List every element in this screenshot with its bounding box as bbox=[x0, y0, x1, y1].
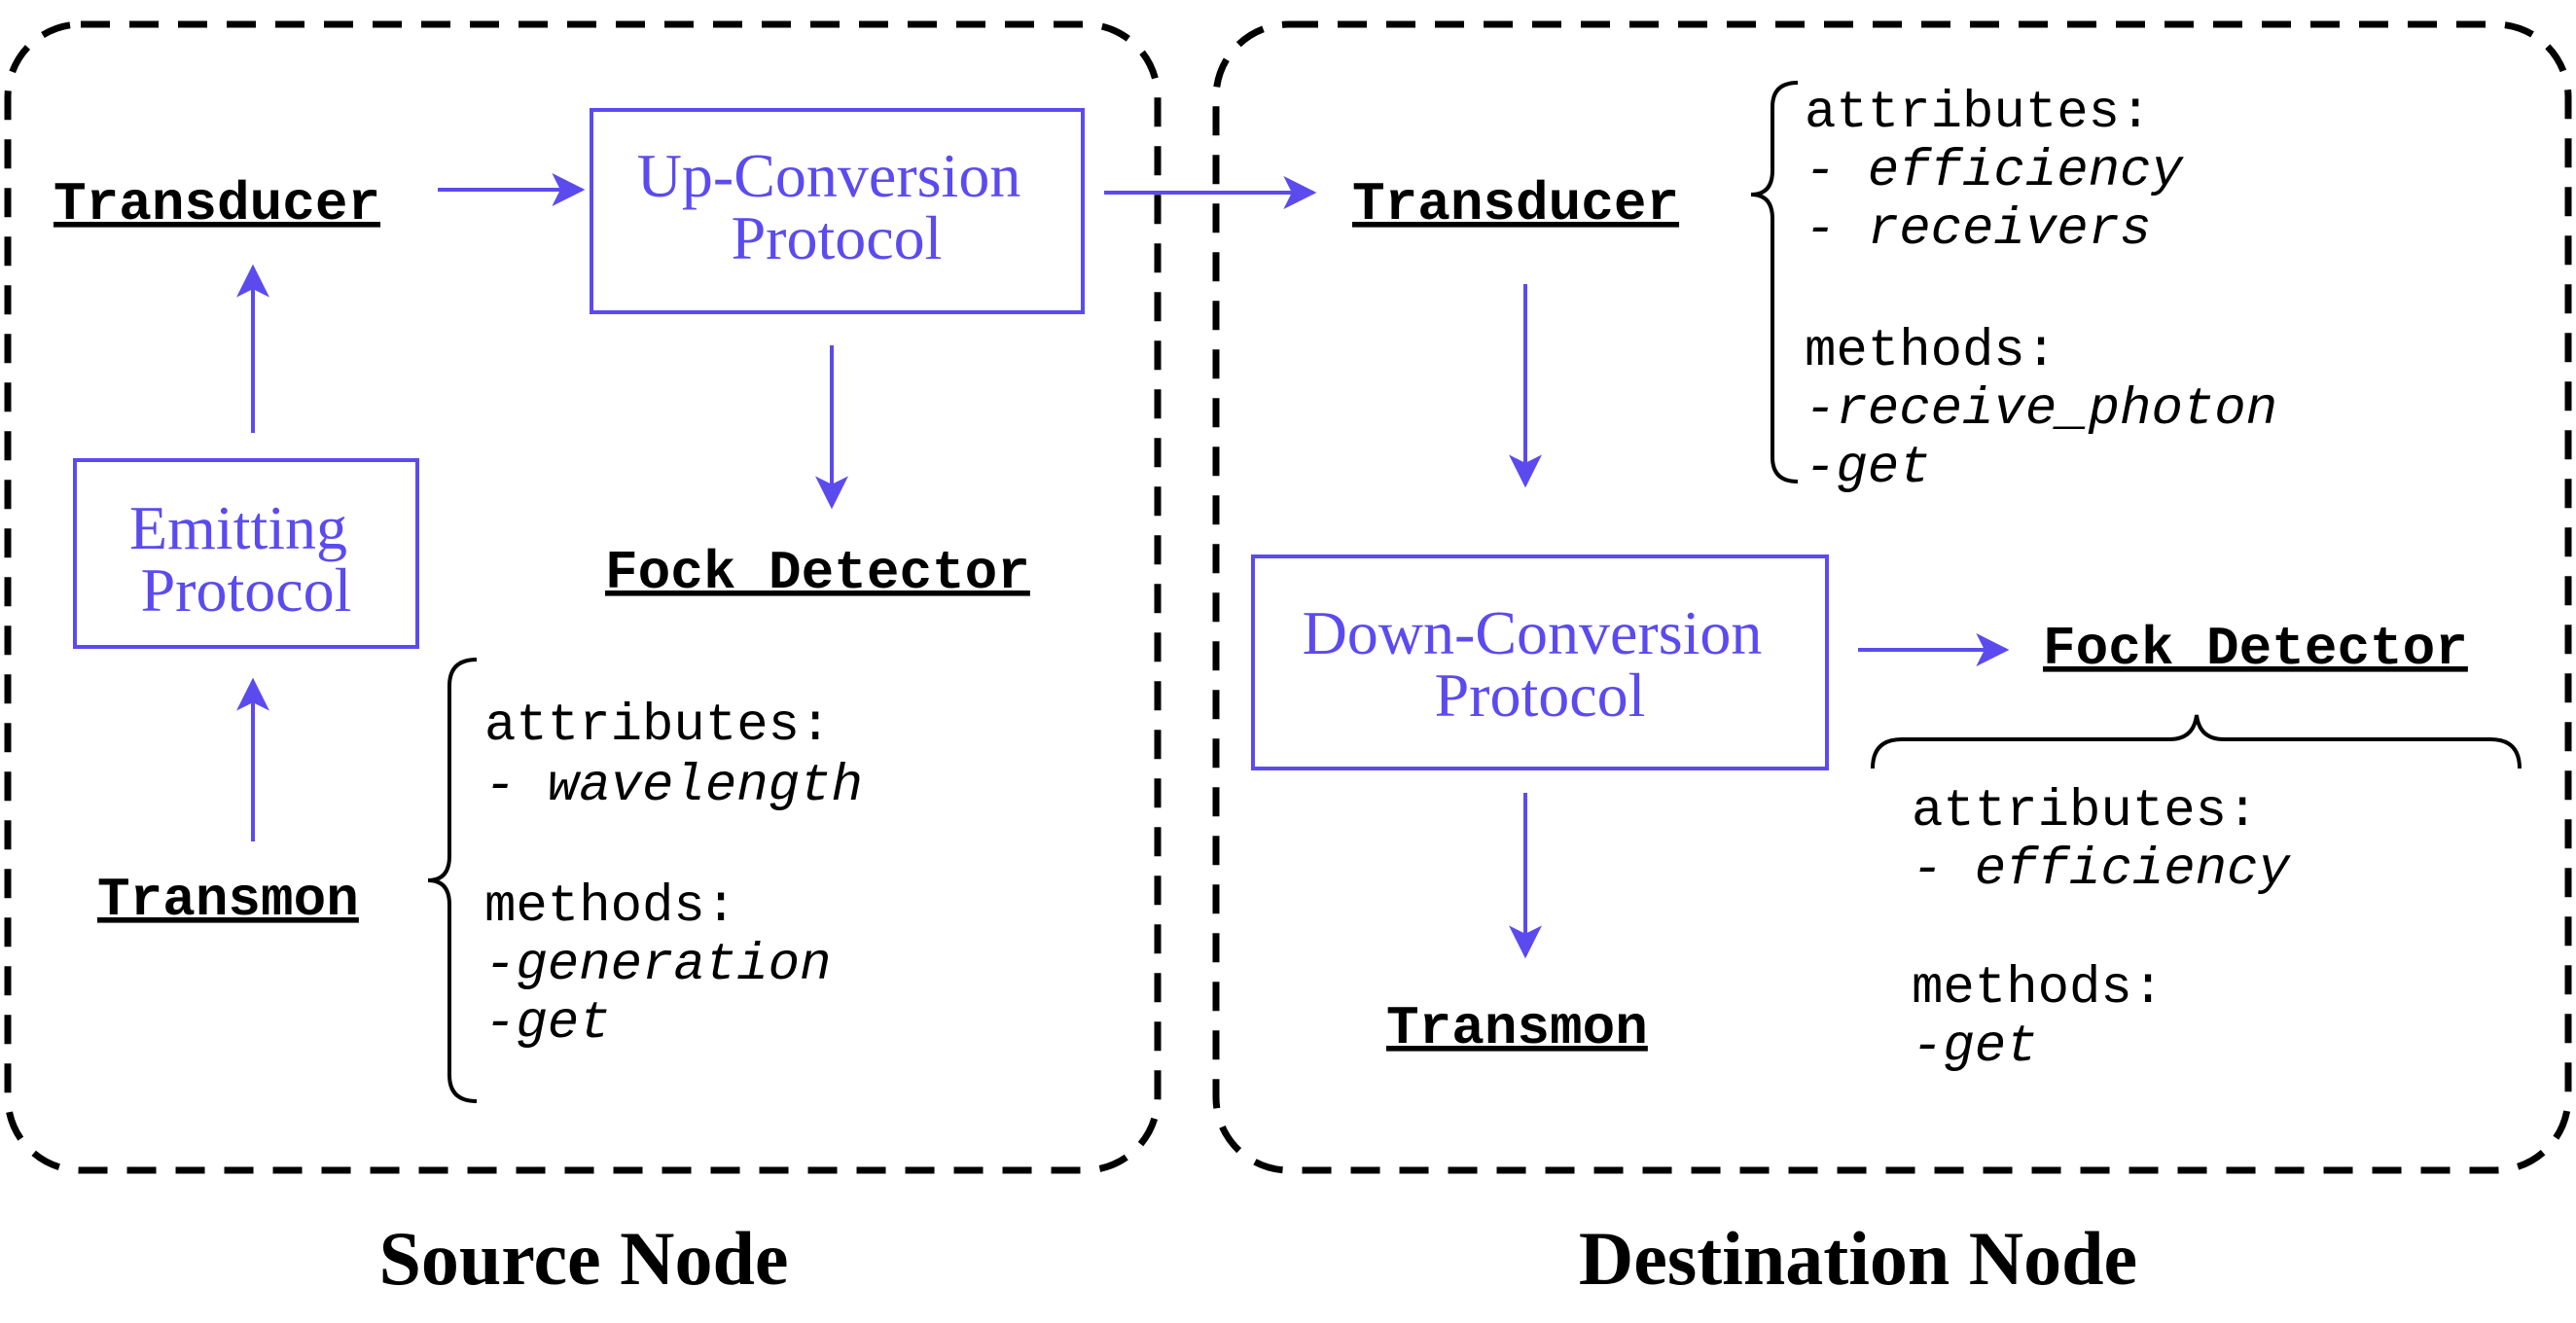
down-conversion-protocol-box bbox=[1251, 554, 1829, 770]
emitting-protocol-label: Emitting Protocol bbox=[129, 493, 363, 625]
down-conversion-protocol-label: Down-Conversion Protocol bbox=[1303, 598, 1778, 730]
dest-fock-detector-label: Fock_Detector bbox=[2043, 618, 2468, 680]
transducer-info: attributes: - efficiency - receivers met… bbox=[1805, 84, 2309, 498]
up-conversion-protocol-label: Up-Conversion Protocol bbox=[637, 141, 1037, 272]
emitting-protocol-box bbox=[73, 458, 419, 649]
source-fock-detector-label: Fock_Detector bbox=[605, 542, 1030, 604]
dest-transducer-label: Transducer bbox=[1352, 173, 1679, 235]
dest-transmon-label: Transmon bbox=[1386, 997, 1648, 1059]
source-transmon-label: Transmon bbox=[97, 869, 359, 931]
destination-node-container bbox=[1212, 20, 2572, 1174]
transducer-info-brace bbox=[1750, 81, 1799, 483]
up-conversion-protocol-box bbox=[590, 108, 1085, 314]
fock-detector-info: attributes: - efficiency methods: -get bbox=[1912, 782, 2321, 1077]
source-transducer-label: Transducer bbox=[54, 173, 380, 235]
destination-node-title: Destination Node bbox=[1579, 1216, 2137, 1301]
fock-detector-info-brace bbox=[1871, 714, 2522, 769]
transmon-info-brace bbox=[427, 658, 478, 1103]
transmon-info: attributes: - wavelength methods: -gener… bbox=[484, 697, 894, 1054]
source-node-title: Source Node bbox=[378, 1216, 788, 1301]
source-node-container bbox=[4, 20, 1162, 1174]
